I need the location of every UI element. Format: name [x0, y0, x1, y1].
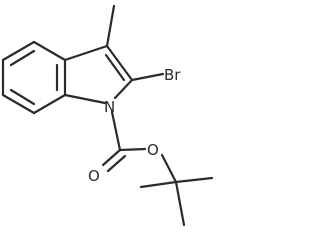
bond-c2-br: [130, 72, 165, 82]
bond-benzene-inner-3: [9, 88, 36, 106]
bromine-label: Br: [164, 66, 181, 84]
bond-benzene-5: [1, 93, 36, 115]
bond-c3a-c3: [63, 44, 109, 62]
bond-tbutyl-methyl-1: [174, 176, 214, 184]
bond-oxygen-tbutyl: [160, 153, 178, 184]
bond-methyl: [105, 4, 116, 48]
bond-carbonyl-double-2: [106, 154, 127, 173]
bond-c2-n1: [113, 78, 134, 100]
bond-c3-c2: [105, 44, 134, 82]
bond-carbonyl-double-1: [101, 148, 122, 167]
bond-c3-c2-inner: [104, 53, 126, 82]
bond-carbonyl-oxygen: [118, 147, 147, 152]
bond-n1-c7a: [63, 93, 107, 105]
bond-tbutyl-methyl-2: [139, 180, 178, 189]
nitrogen-label: N: [104, 98, 115, 116]
ester-oxygen-label: O: [147, 141, 159, 159]
carbonyl-oxygen-label: O: [88, 167, 100, 185]
structure-canvas: Br N O O: [1, 4, 214, 227]
molecule-structure: Br N O O: [1, 4, 214, 227]
bond-tbutyl-methyl-3: [174, 180, 186, 227]
bond-n-carbonyl: [110, 110, 122, 152]
bond-benzene-4: [32, 93, 67, 115]
bond-benzene-2: [32, 40, 67, 62]
bond-benzene-inner-1: [9, 49, 36, 67]
bond-benzene-1: [1, 40, 36, 62]
